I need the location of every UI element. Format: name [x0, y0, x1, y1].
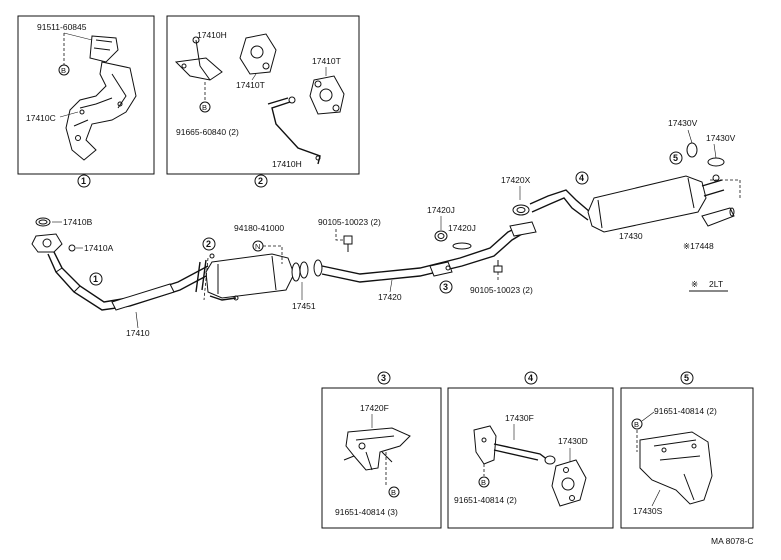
callout-2-main: 2 [202, 237, 216, 251]
callout-4-main: 4 [575, 171, 589, 185]
bolt-b-letter-4: B [481, 478, 486, 487]
flange-17420X [509, 221, 537, 237]
bracket-17430S-part [639, 431, 713, 505]
nut-n-letter: N [255, 242, 260, 251]
legend-mark: ※ [691, 279, 698, 289]
ring-17430V-a [686, 142, 698, 158]
label-17430S: 17430S [633, 506, 663, 516]
detail-box-3: 17420F B 91651-40814 (3) [321, 387, 442, 529]
center-pipe-17420 [321, 225, 523, 283]
bolt-b-marker-5 [631, 418, 643, 430]
bolt-90105-bottom [493, 260, 503, 273]
footer-code: MA 8078-C [711, 536, 754, 546]
label-17420X: 17420X [501, 175, 531, 185]
center-muffler-part [195, 253, 295, 301]
label-90105-10023-bottom: 90105-10023 (2) [470, 285, 533, 295]
label-17430F: 17430F [505, 413, 534, 423]
label-17420J-a: 17420J [427, 205, 455, 215]
detail-box-2: B 17410H 17410T 17410T 17410H 91665-6084… [166, 15, 360, 175]
nut-n-marker: N [252, 240, 264, 252]
label-17451: 17451 [292, 301, 316, 311]
main-muffler-17430 [529, 174, 725, 233]
rubber-ring-17410T-b [309, 75, 345, 115]
callout-1-main: 1 [89, 272, 103, 286]
label-17430D: 17430D [558, 436, 588, 446]
label-91665-60840: 91665-60840 (2) [176, 127, 239, 137]
label-17448: ※17448 [683, 241, 714, 251]
callout-4-box: 4 [524, 371, 538, 385]
bolt-b-marker-2 [199, 101, 211, 113]
callout-5-number: 5 [684, 373, 689, 383]
detail-box-5: B 91651-40814 (2) 17430S [620, 387, 754, 529]
ring-17430V-b [707, 157, 725, 167]
exhaust-bracket-part [65, 35, 137, 161]
nut-17410A [68, 244, 76, 252]
callout-1-box: 1 [77, 174, 91, 188]
bolt-b-letter-3: B [391, 488, 396, 497]
flange-front-pipe [31, 233, 63, 253]
bracket-17420F-part [343, 427, 411, 471]
label-17410H-bottom: 17410H [272, 159, 302, 169]
callout-4-main-number: 4 [579, 173, 584, 183]
bolt-b-letter-5: B [634, 420, 639, 429]
bolt-b-marker-3 [388, 486, 400, 498]
callout-3-number: 3 [381, 373, 386, 383]
hanger-17410H-bottom-part [267, 96, 321, 165]
detail-box-1: B 91511-60845 17410C [17, 15, 155, 175]
gasket-17410B [35, 217, 51, 227]
callout-5-box: 5 [680, 371, 694, 385]
callout-3-main-number: 3 [443, 282, 448, 292]
label-94180-41000: 94180-41000 [234, 223, 284, 233]
gasket-17420J-b [452, 242, 472, 250]
bolt-b-letter: B [61, 66, 66, 75]
label-17410H-top: 17410H [197, 30, 227, 40]
label-91511-60845: 91511-60845 [37, 22, 87, 32]
label-17420: 17420 [378, 292, 402, 302]
callout-5-main: 5 [669, 151, 683, 165]
tail-tip-17448 [701, 207, 735, 227]
bolt-90105-top [343, 235, 353, 252]
label-91651-40814-3: 91651-40814 (3) [335, 507, 398, 517]
gasket-17420X [512, 204, 530, 216]
callout-3-main: 3 [439, 280, 453, 294]
label-17410T-b: 17410T [312, 56, 341, 66]
label-17430V-a: 17430V [668, 118, 698, 128]
callout-1-number: 1 [81, 176, 86, 186]
callout-3-box: 3 [377, 371, 391, 385]
callout-2-box: 2 [254, 174, 268, 188]
callout-2-main-number: 2 [206, 239, 211, 249]
bolt-b-letter-2: B [202, 103, 207, 112]
label-17410: 17410 [126, 328, 150, 338]
hanger-17430F-part [473, 425, 556, 465]
callout-4-number: 4 [528, 373, 533, 383]
label-17430V-b: 17430V [706, 133, 736, 143]
rubber-mount-17430D [551, 459, 587, 507]
gasket-17451 [291, 259, 323, 282]
callout-2-number: 2 [258, 176, 263, 186]
label-17420J-b: 17420J [448, 223, 476, 233]
callout-5-main-number: 5 [673, 153, 678, 163]
front-pipe-17410 [47, 251, 211, 311]
gasket-17420J-a [434, 230, 448, 242]
label-91651-40814-2a: 91651-40814 (2) [454, 495, 517, 505]
legend-2lt: 2LT [709, 279, 723, 289]
label-17430: 17430 [619, 231, 643, 241]
detail-box-4: 17430F B 91651-40814 (2) 17430D [447, 387, 614, 529]
callout-1-main-number: 1 [93, 274, 98, 284]
bolt-b-marker-4 [478, 476, 490, 488]
label-90105-10023-top: 90105-10023 (2) [318, 217, 381, 227]
label-91651-40814-2b: 91651-40814 (2) [654, 406, 717, 416]
label-17410C: 17410C [26, 113, 56, 123]
label-17410T-a: 17410T [236, 80, 265, 90]
label-17410B: 17410B [63, 217, 93, 227]
label-17420F: 17420F [360, 403, 389, 413]
hanger-17410H-top-part [174, 36, 223, 81]
rubber-ring-17410T-a [239, 33, 277, 75]
label-17410A: 17410A [84, 243, 114, 253]
